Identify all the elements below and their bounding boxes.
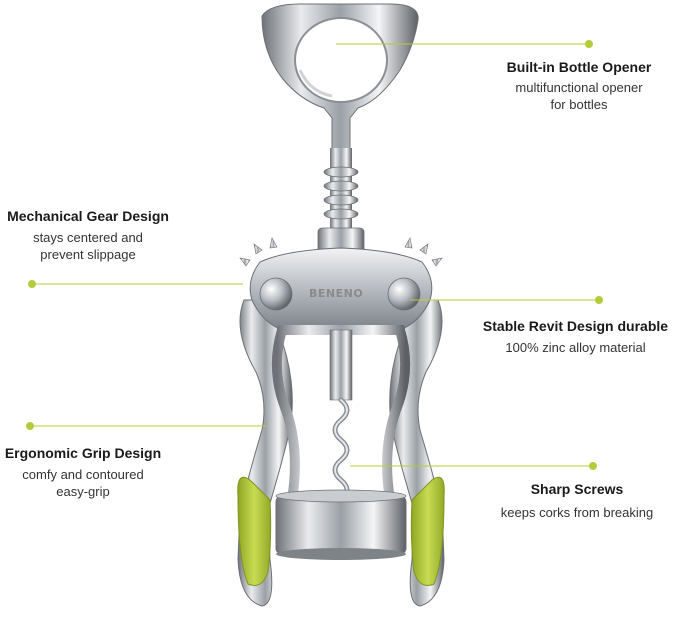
callout-description: comfy and contoured bbox=[22, 467, 144, 482]
left-rivet bbox=[259, 277, 293, 311]
callout-description: multifunctional opener bbox=[515, 80, 643, 95]
callout-description: prevent slippage bbox=[40, 247, 136, 262]
callout-title: Mechanical Gear Design bbox=[7, 208, 169, 224]
bottle-cup bbox=[275, 489, 407, 560]
callout-description: stays centered and bbox=[33, 230, 143, 245]
worm-screw bbox=[329, 329, 353, 503]
callout-gear-design: Mechanical Gear Design stays centered an… bbox=[0, 207, 176, 263]
callout-title: Ergonomic Grip Design bbox=[4, 445, 162, 461]
callout-bottle-opener: Built-in Bottle Opener multifunctional o… bbox=[490, 58, 668, 113]
brand-engraving: BENENO bbox=[309, 287, 364, 300]
right-lever-arm bbox=[389, 299, 445, 607]
callout-title: Sharp Screws bbox=[530, 481, 624, 497]
callout-title: Built-in Bottle Opener bbox=[506, 59, 652, 75]
right-rivet bbox=[387, 277, 421, 311]
callout-description: 100% zinc alloy material bbox=[505, 340, 646, 355]
callout-description: keeps corks from breaking bbox=[500, 505, 654, 520]
bottle-opener-handle bbox=[261, 3, 419, 151]
callout-revit-design: Stable Revit Design durable 100% zinc al… bbox=[472, 317, 679, 356]
gear-teeth bbox=[239, 237, 443, 267]
left-lever-arm bbox=[237, 299, 293, 607]
gear-spindle bbox=[317, 148, 365, 255]
callout-title: Stable Revit Design durable bbox=[482, 318, 669, 334]
callout-description: for bottles bbox=[550, 97, 608, 112]
callout-grip-design: Ergonomic Grip Design comfy and contoure… bbox=[0, 444, 166, 500]
callout-leaders bbox=[26, 40, 603, 470]
callout-description: easy-grip bbox=[56, 484, 110, 499]
callout-sharp-screws: Sharp Screws keeps corks from breaking bbox=[486, 480, 668, 521]
